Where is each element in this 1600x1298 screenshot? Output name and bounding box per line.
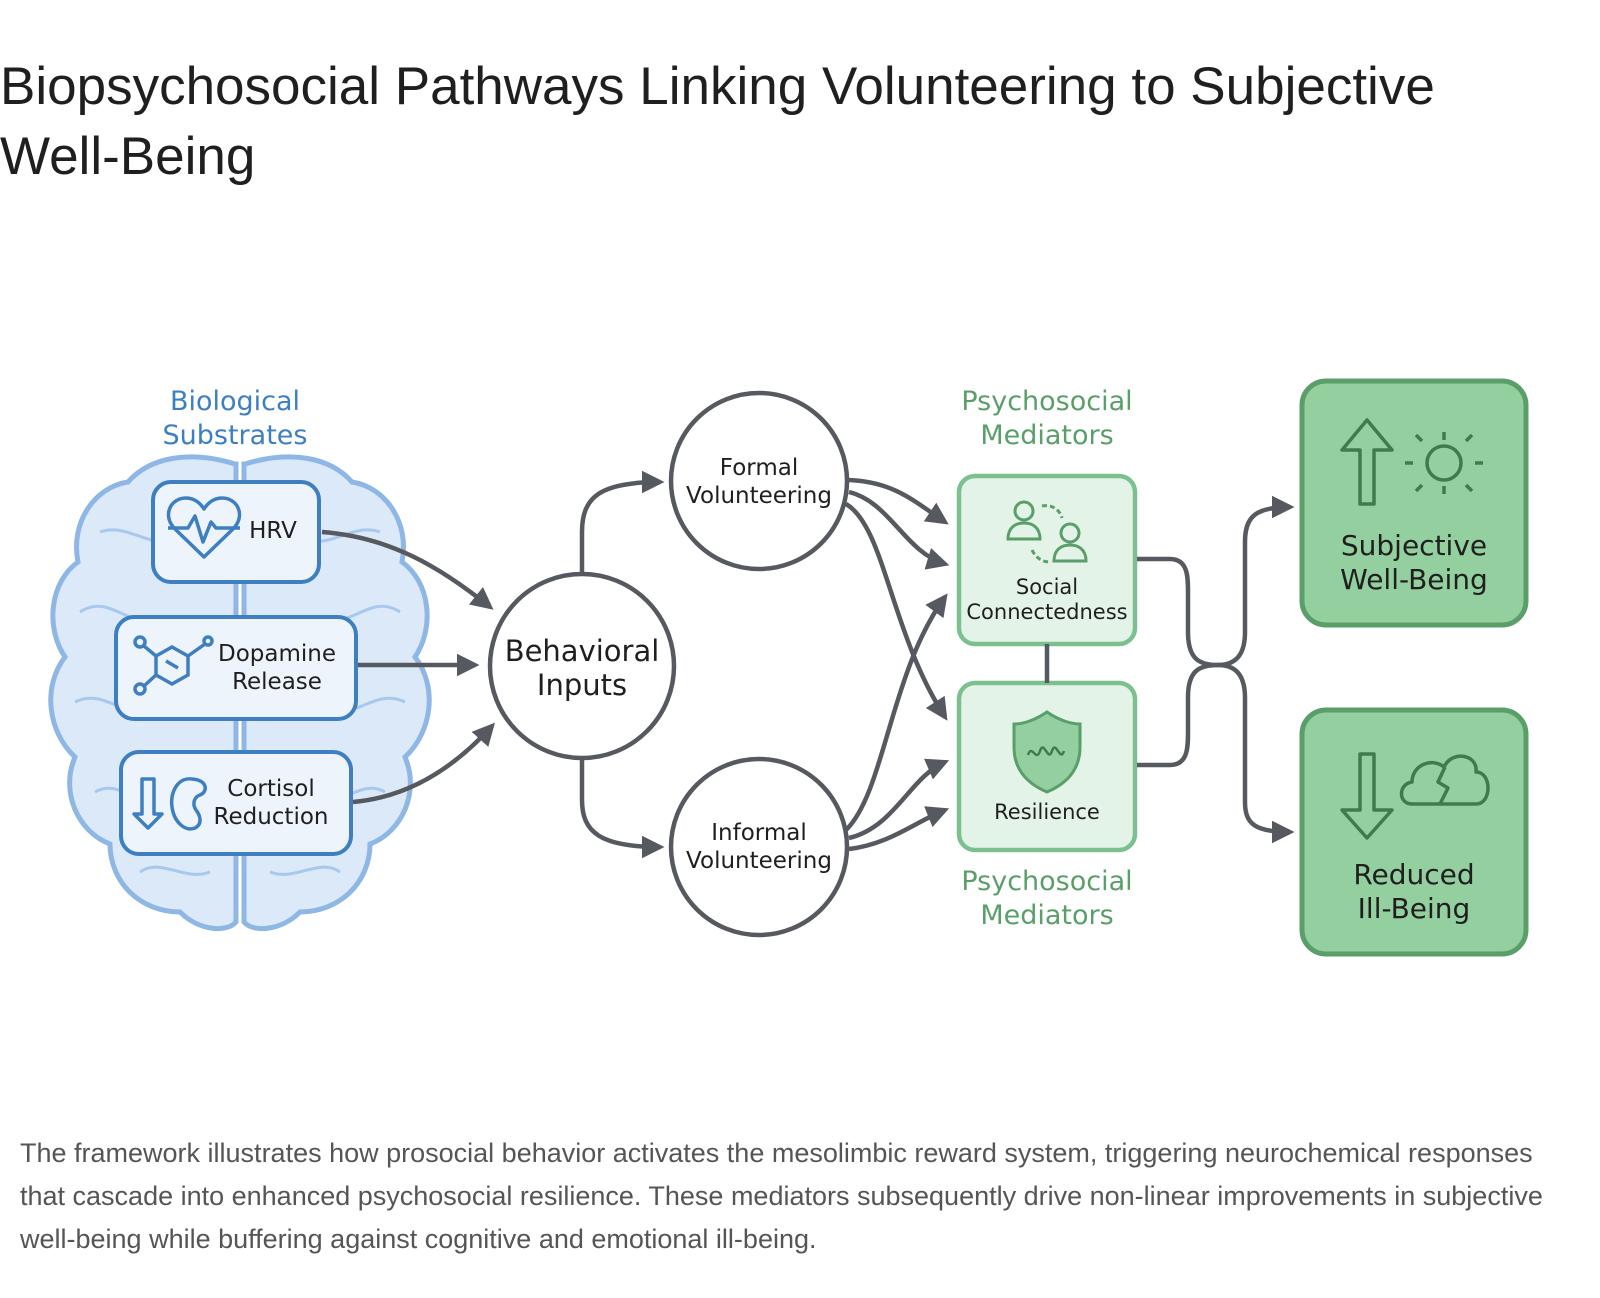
cortisol-box xyxy=(119,750,353,856)
hrv-box xyxy=(151,480,321,584)
molecule-icon xyxy=(133,635,214,696)
arrow-behavioral-to-formal xyxy=(579,470,665,574)
down-arrow-broken-cloud-icon xyxy=(1340,752,1490,840)
shield-icon xyxy=(1012,710,1082,794)
arrow-cortisol-to-behavioral xyxy=(352,722,496,805)
up-arrow-sun-icon xyxy=(1340,418,1483,506)
formal-to-mediators-arrows xyxy=(844,477,950,721)
behavioral-inputs-node xyxy=(487,571,677,761)
pathway-diagram: Biological Substrates HRV Dopamine Relea… xyxy=(0,232,1600,1092)
ill-being-box xyxy=(1299,707,1529,957)
arrow-to-ill-being xyxy=(1217,662,1295,844)
arrow-social-to-outcomes xyxy=(1137,556,1219,668)
dopamine-box xyxy=(114,615,358,721)
people-icon xyxy=(1006,500,1088,564)
kidney-down-arrow-icon xyxy=(132,777,207,831)
informal-volunteering-node xyxy=(668,756,850,938)
heart-rate-icon xyxy=(166,496,242,559)
figure-caption: The framework illustrates how prosocial … xyxy=(20,1138,1543,1254)
page-title: Biopsychosocial Pathways Linking Volunte… xyxy=(0,57,1435,186)
well-being-box xyxy=(1299,378,1529,628)
arrow-hrv-to-behavioral xyxy=(321,529,494,610)
arrow-to-well-being xyxy=(1217,495,1295,668)
arrow-resilience-to-outcomes xyxy=(1137,662,1219,768)
formal-volunteering-node xyxy=(668,390,850,572)
social-connectedness-box xyxy=(956,473,1138,647)
informal-to-mediators-arrows xyxy=(844,593,950,852)
arrow-behavioral-to-informal xyxy=(579,758,665,859)
diagram-canvas xyxy=(48,378,1529,957)
